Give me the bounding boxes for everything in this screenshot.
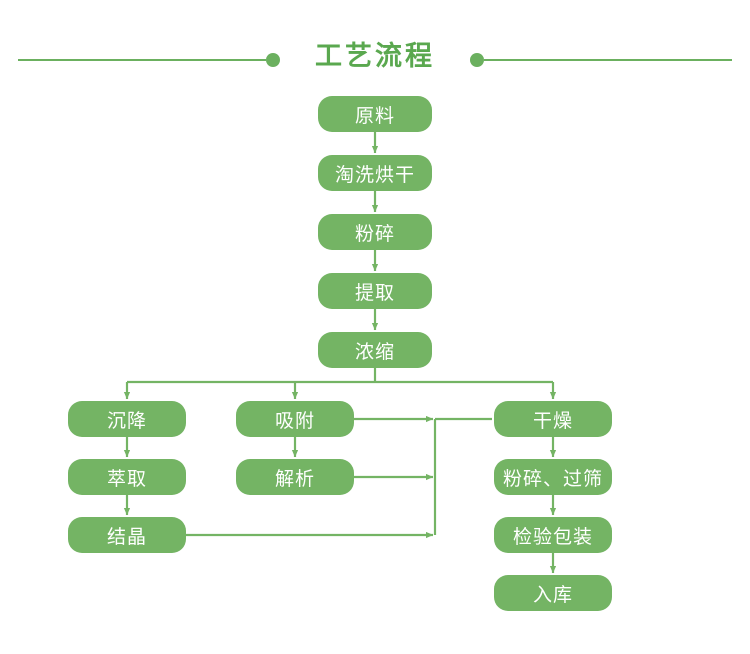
section-header: 工艺流程 xyxy=(0,18,750,71)
node-crush-sieve[interactable]: 粉碎、过筛 xyxy=(494,459,612,495)
node-crush[interactable]: 粉碎 xyxy=(318,214,432,250)
node-raw-material[interactable]: 原料 xyxy=(318,96,432,132)
node-dry[interactable]: 干燥 xyxy=(494,401,612,437)
header-dot-left-icon xyxy=(266,53,280,67)
node-settle[interactable]: 沉降 xyxy=(68,401,186,437)
node-warehouse[interactable]: 入库 xyxy=(494,575,612,611)
node-wash-dry[interactable]: 淘洗烘干 xyxy=(318,155,432,191)
header-rule-right xyxy=(484,59,732,61)
node-solvent-extract[interactable]: 萃取 xyxy=(68,459,186,495)
node-inspect-pack[interactable]: 检验包装 xyxy=(494,517,612,553)
node-adsorb[interactable]: 吸附 xyxy=(236,401,354,437)
node-crystallize[interactable]: 结晶 xyxy=(68,517,186,553)
header-dot-right-icon xyxy=(470,53,484,67)
page-title: 工艺流程 xyxy=(315,41,435,71)
node-concentrate[interactable]: 浓缩 xyxy=(318,332,432,368)
node-extract[interactable]: 提取 xyxy=(318,273,432,309)
node-desorb[interactable]: 解析 xyxy=(236,459,354,495)
header-rule-left xyxy=(18,59,266,61)
